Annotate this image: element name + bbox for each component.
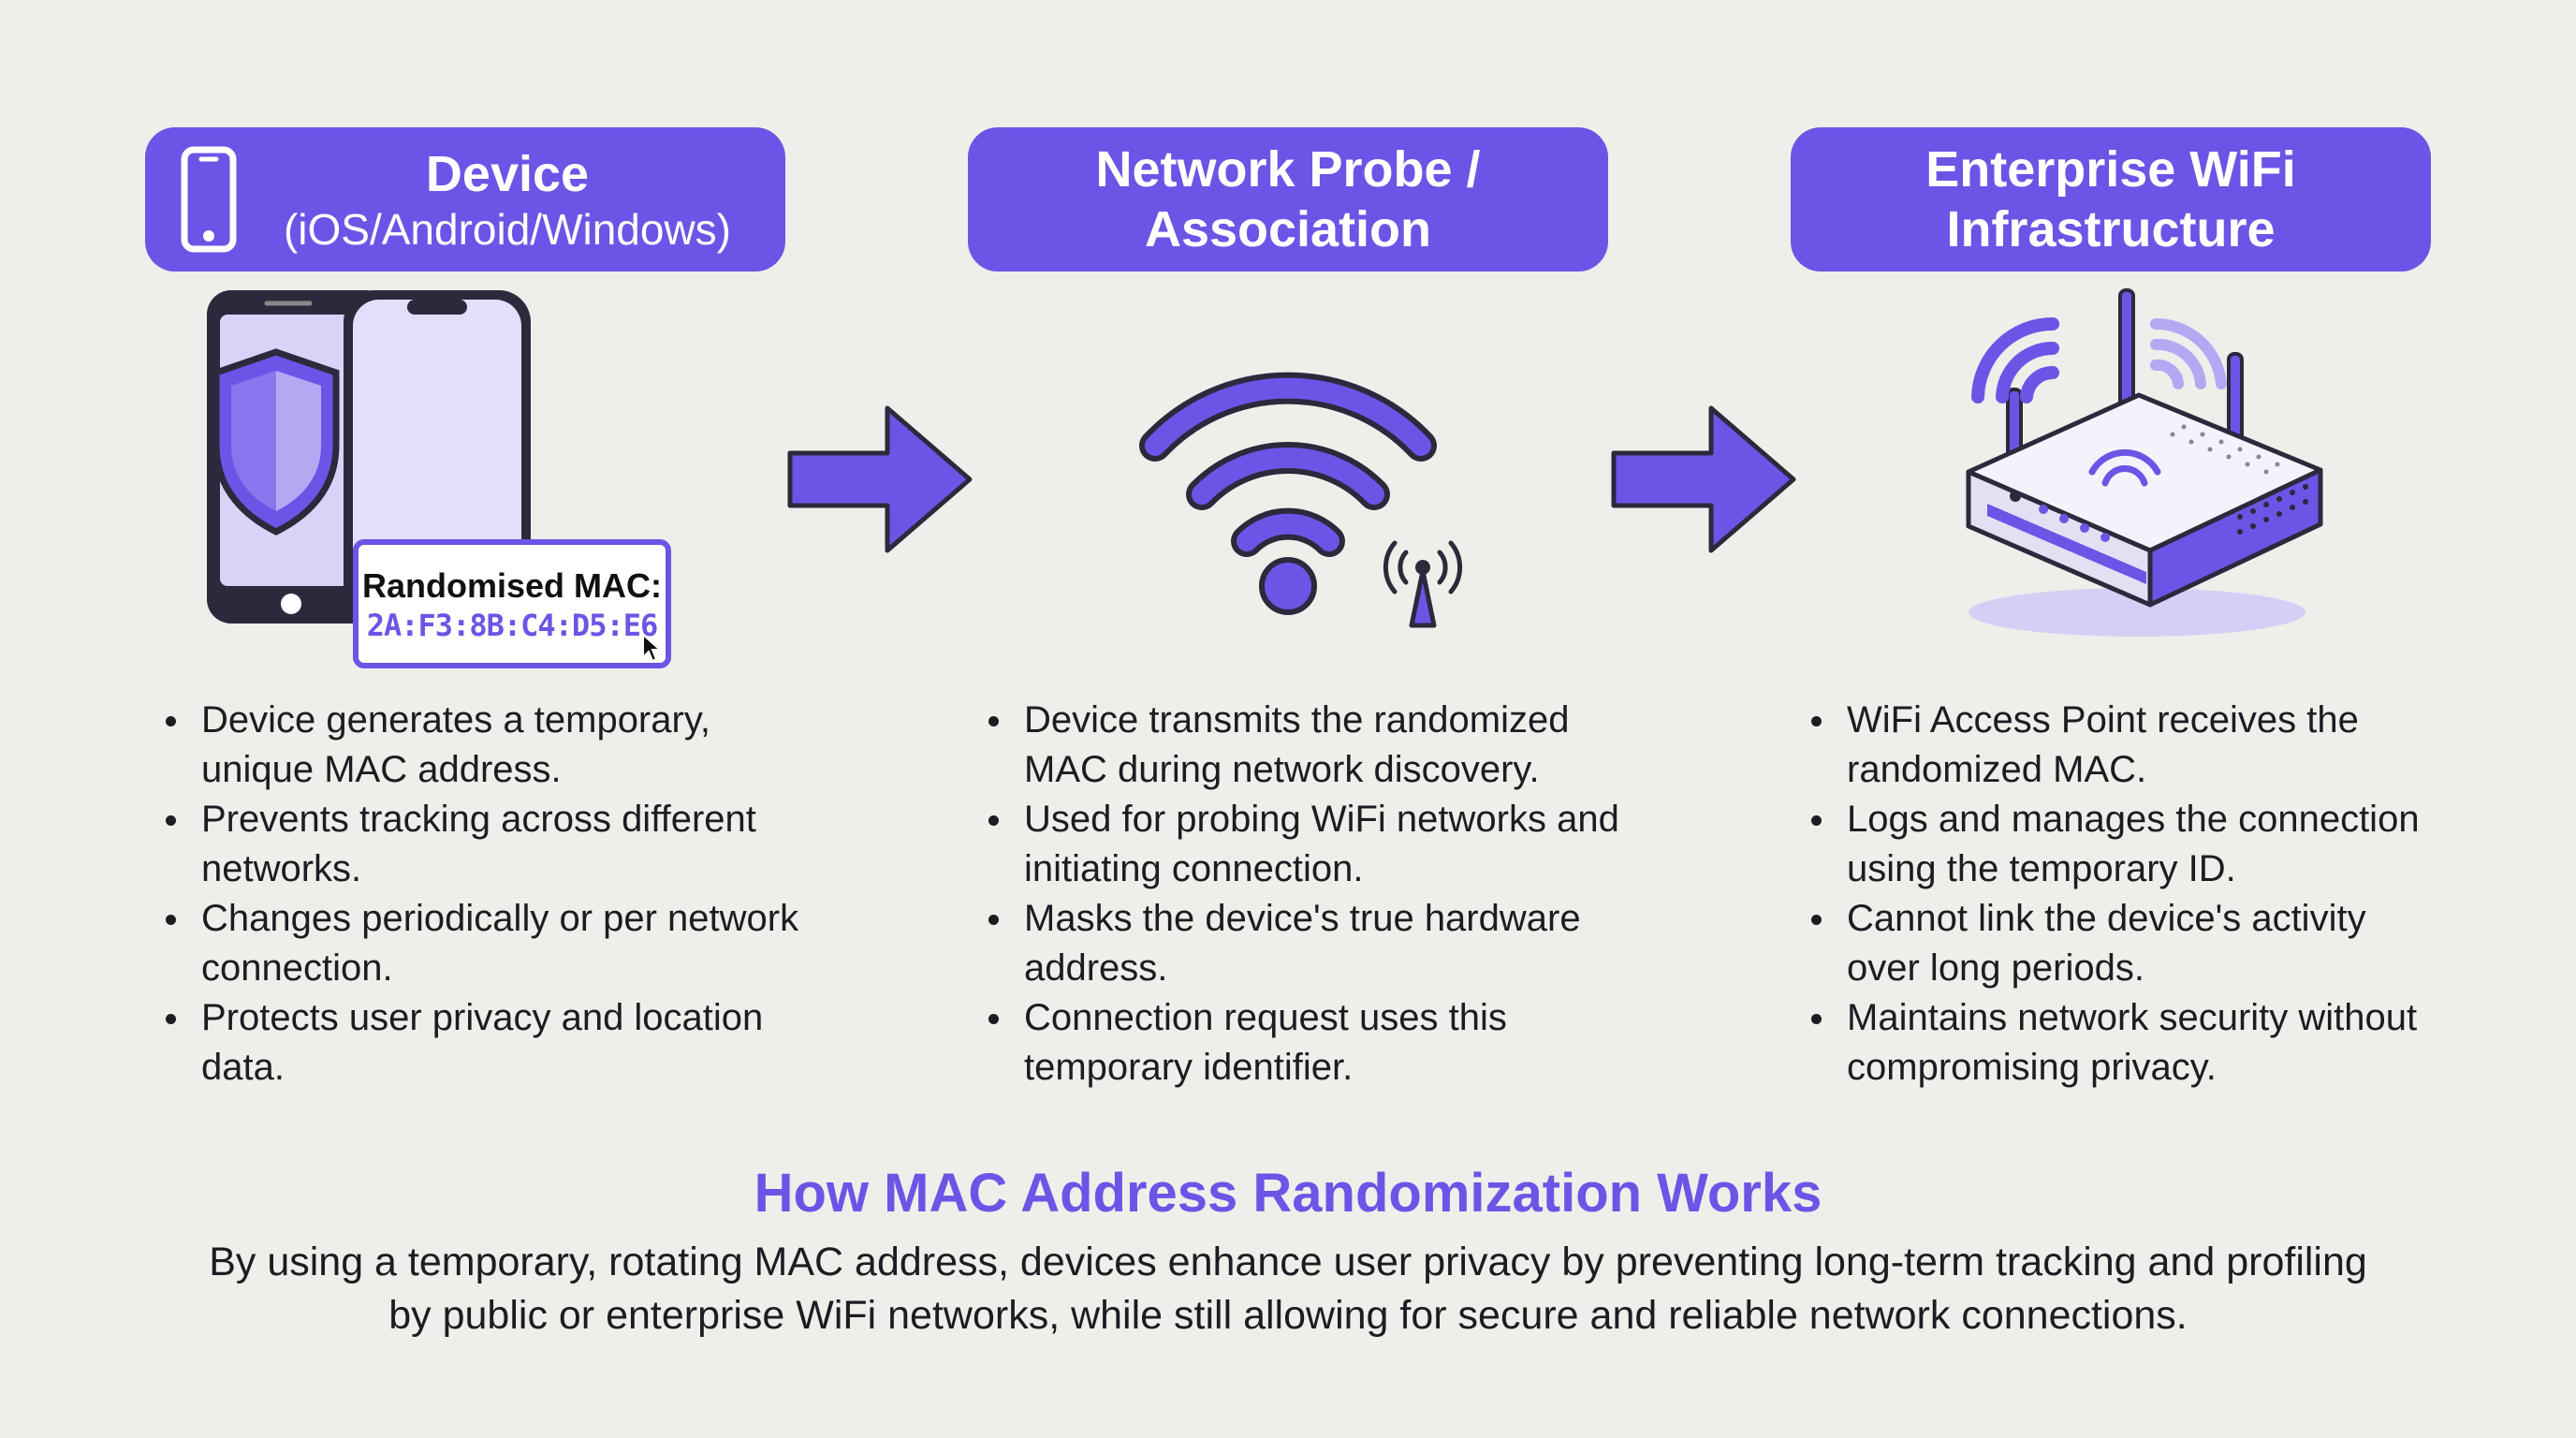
mac-address-label: Randomised MAC: 2A:F3:8B:C4:D5:E6 <box>353 539 671 668</box>
list-item: Prevents tracking across different netwo… <box>145 795 800 894</box>
device-title: Device <box>425 146 590 202</box>
enterprise-wifi-title: Enterprise WiFi Infrastructure <box>1925 141 2296 257</box>
arrow-right-icon <box>787 405 973 553</box>
list-item: Cannot link the device's activity over l… <box>1791 894 2446 993</box>
device-column: Device (iOS/Android/Windows) Randomised … <box>145 127 798 1088</box>
list-item: Logs and manages the connection using th… <box>1791 795 2446 894</box>
summary-text: By using a temporary, rotating MAC addre… <box>165 1236 2411 1343</box>
arrow-right-icon <box>1611 405 1796 553</box>
smartphone-icon <box>181 146 237 253</box>
enterprise-wifi-bullet-list: WiFi Access Point receives the randomize… <box>1791 696 2446 1093</box>
network-probe-column: Network Probe / Association <box>968 127 1619 1088</box>
wifi-icon <box>1139 372 1463 628</box>
mac-address-value: 2A:F3:8B:C4:D5:E6 <box>366 608 659 643</box>
summary-text-line-2: by public or enterprise WiFi networks, w… <box>388 1293 2188 1338</box>
enterprise-wifi-header: Enterprise WiFi Infrastructure <box>1791 127 2431 271</box>
wifi-signal-illustration <box>968 286 1608 642</box>
cursor-icon <box>642 633 663 663</box>
mac-label-title: Randomised MAC: <box>361 566 662 605</box>
device-bullet-list: Device generates a temporary, unique MAC… <box>145 696 800 1093</box>
phone-with-shield-illustration: Randomised MAC: 2A:F3:8B:C4:D5:E6 <box>145 286 785 668</box>
router-icon <box>1966 288 2323 637</box>
enterprise-wifi-column: Enterprise WiFi Infrastructure <box>1791 127 2431 1088</box>
list-item: Protects user privacy and location data. <box>145 993 800 1093</box>
list-item: Device transmits the randomized MAC duri… <box>968 696 1623 795</box>
list-item: Maintains network security without compr… <box>1791 993 2446 1093</box>
summary-text-line-1: By using a temporary, rotating MAC addre… <box>209 1240 2367 1284</box>
list-item: Connection request uses this temporary i… <box>968 993 1623 1093</box>
network-probe-bullet-list: Device transmits the randomized MAC duri… <box>968 696 1623 1093</box>
network-probe-title: Network Probe / Association <box>1095 141 1481 257</box>
list-item: Masks the device's true hardware address… <box>968 894 1623 993</box>
list-item: WiFi Access Point receives the randomize… <box>1791 696 2446 795</box>
summary-title: How MAC Address Randomization Works <box>754 1163 1822 1224</box>
wifi-router-illustration <box>1791 286 2431 642</box>
list-item: Changes periodically or per network conn… <box>145 894 800 993</box>
signal-waves-icon <box>1971 317 2059 404</box>
list-item: Used for probing WiFi networks and initi… <box>968 795 1623 894</box>
device-header: Device (iOS/Android/Windows) <box>145 127 785 271</box>
antenna-icon <box>1383 540 1463 628</box>
network-probe-header: Network Probe / Association <box>968 127 1608 271</box>
list-item: Device generates a temporary, unique MAC… <box>145 696 800 795</box>
device-subtitle: (iOS/Android/Windows) <box>283 205 732 254</box>
